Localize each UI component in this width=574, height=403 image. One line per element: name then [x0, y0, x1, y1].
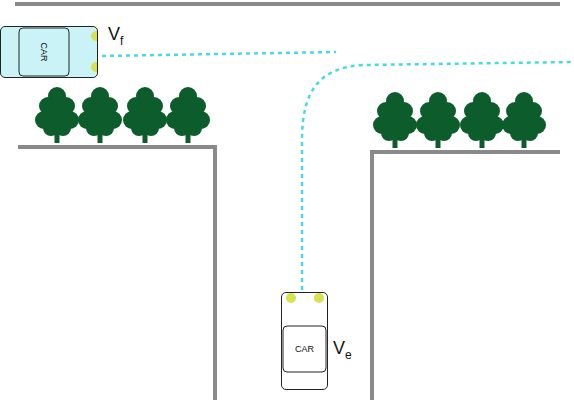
path-lines [102, 52, 574, 290]
car-label: CAR [295, 344, 314, 354]
car-body [1, 27, 97, 77]
car-label: CAR [39, 42, 49, 61]
car-shape: CAR [281, 292, 328, 390]
car-shape: CAR [0, 26, 98, 78]
velocity-label: Vf [108, 24, 123, 48]
velocity-label: Ve [333, 338, 352, 362]
road-edges [15, 4, 560, 400]
car-body [282, 293, 327, 389]
trees [35, 87, 546, 148]
